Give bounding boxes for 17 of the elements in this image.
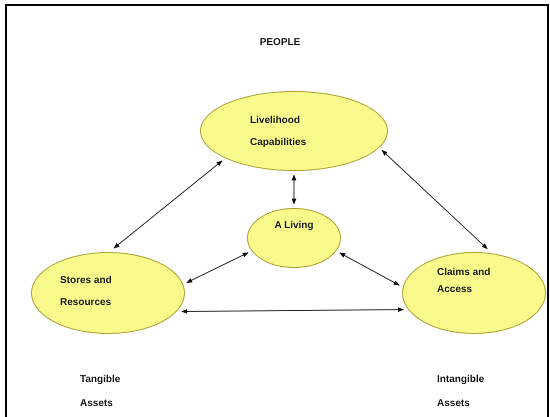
node-label: Claims and Access [437, 266, 492, 297]
ellipse-node [402, 252, 546, 334]
double-arrow [339, 252, 400, 286]
caption-label: Intangible Assets [437, 373, 486, 411]
double-arrow [382, 150, 488, 250]
ellipse-node [200, 91, 388, 171]
double-arrow [181, 307, 404, 314]
title: PEOPLE [258, 36, 302, 50]
node-label: Stores and Resources [60, 274, 113, 310]
caption-label: Tangible Assets [80, 373, 122, 411]
node-label: Livelihood Capabilities [250, 114, 308, 150]
double-arrow [292, 174, 296, 205]
ellipse-node [247, 208, 341, 268]
double-arrow [114, 160, 222, 249]
node-label: A Living [273, 219, 315, 233]
double-arrow [186, 252, 249, 284]
ellipse-node [31, 252, 185, 334]
